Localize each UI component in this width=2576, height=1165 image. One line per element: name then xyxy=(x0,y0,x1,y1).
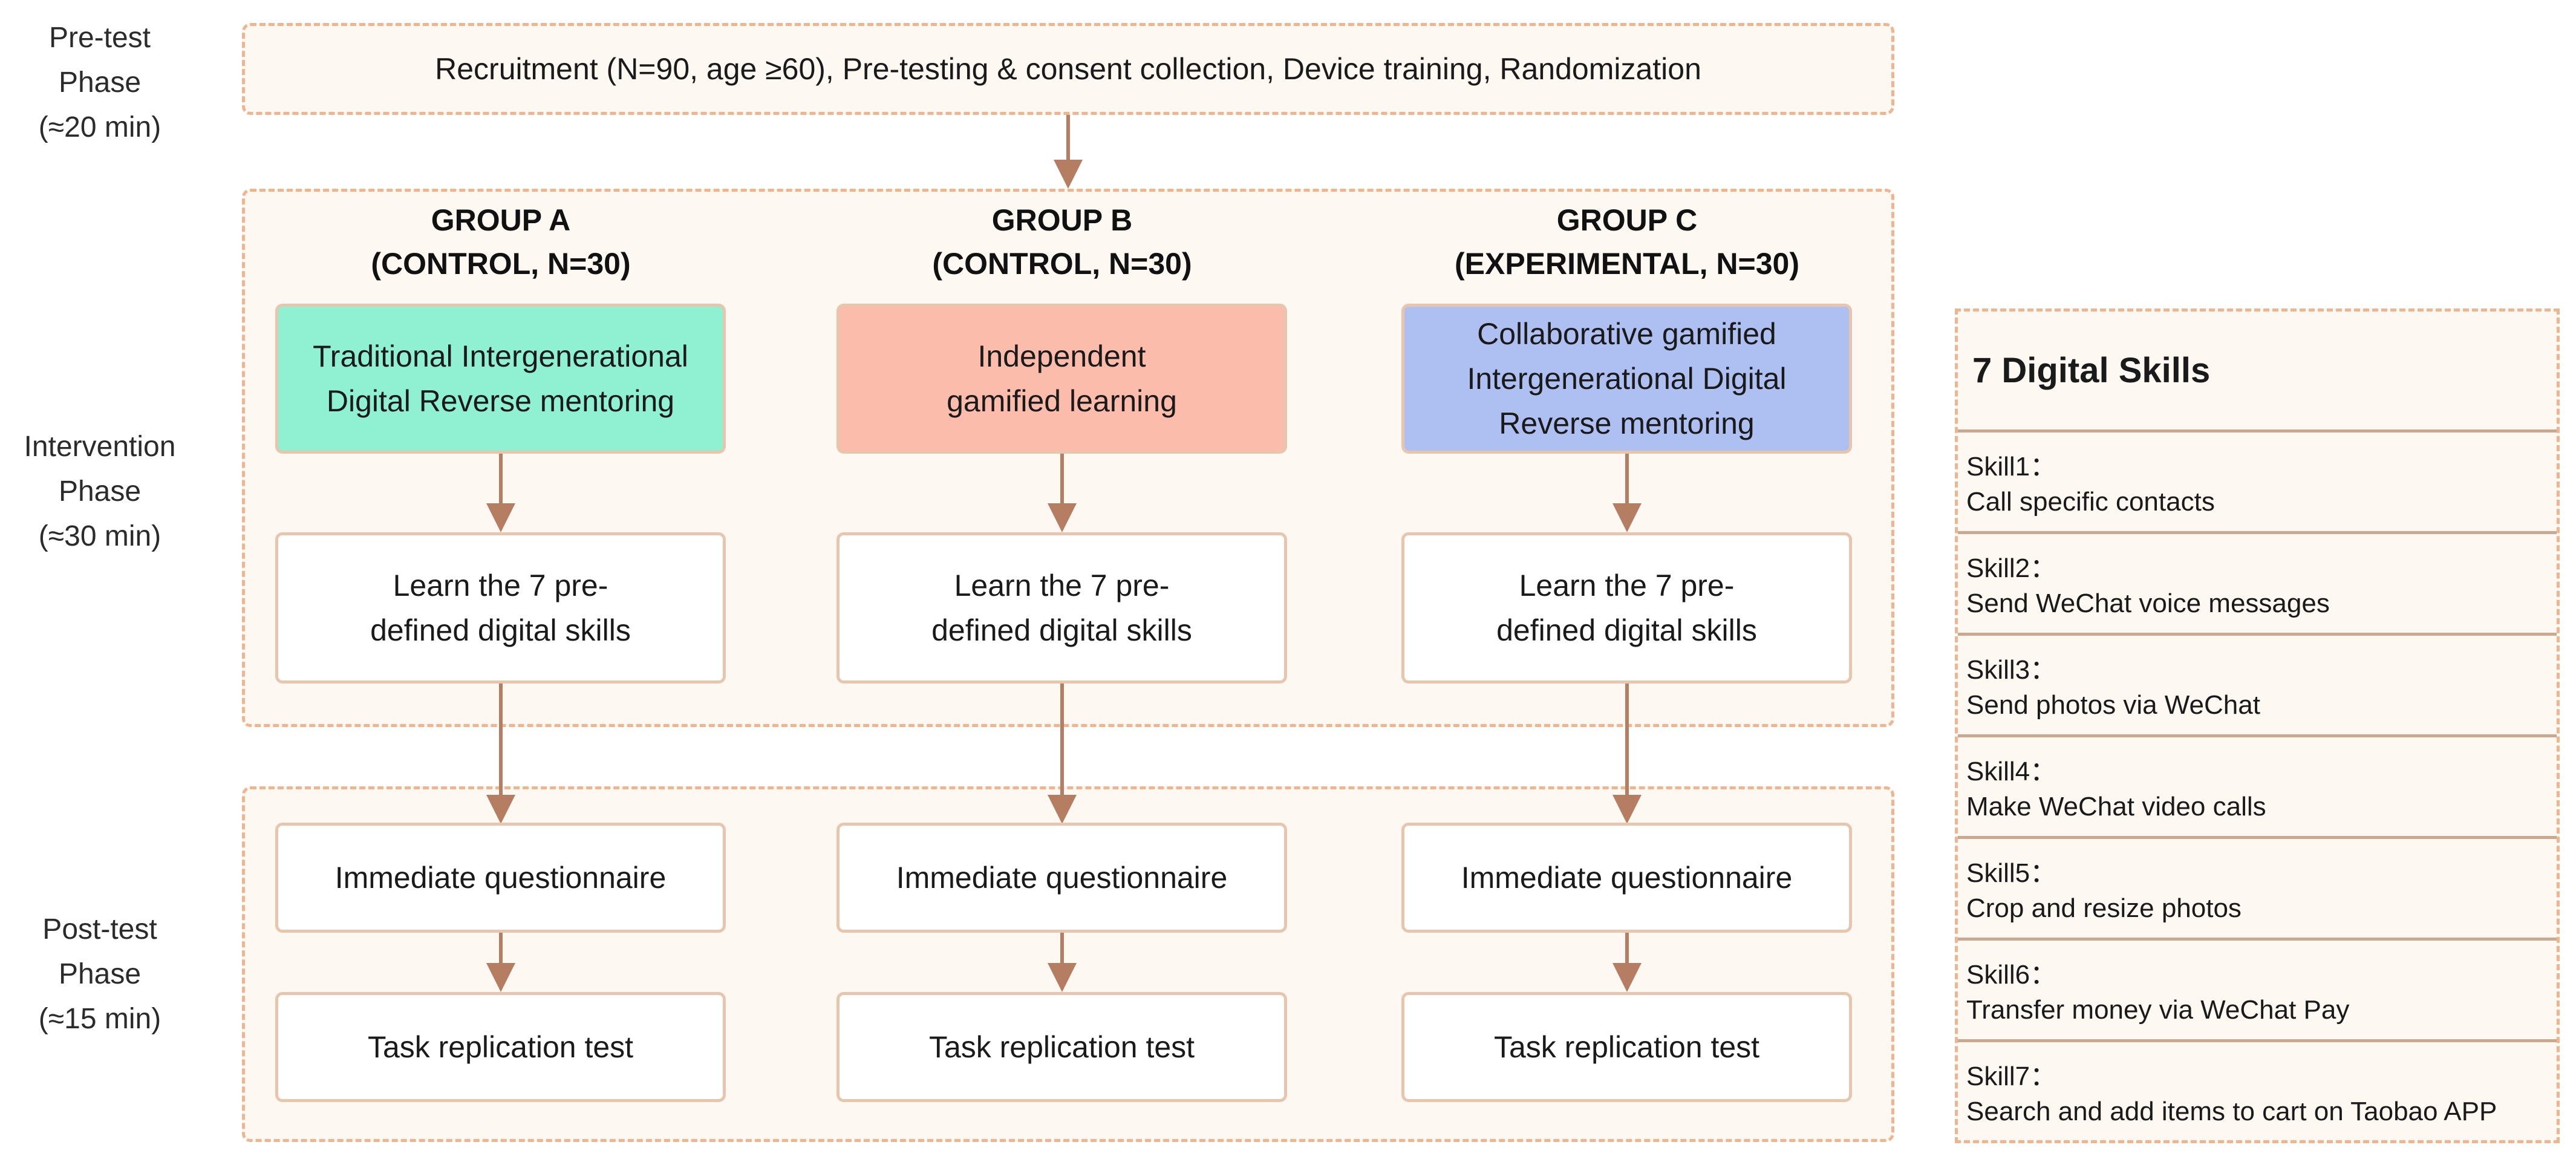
skills-panel: 7 Digital Skills Skill1： Call specific c… xyxy=(1955,308,2560,1143)
skill-desc: Transfer money via WeChat Pay xyxy=(1966,995,2350,1025)
group-c-method-box: Collaborative gamified Intergenerational… xyxy=(1401,304,1852,454)
skill-item: Skill5： Crop and resize photos xyxy=(1958,839,2557,941)
group-c-questionnaire-box: Immediate questionnaire xyxy=(1401,823,1852,933)
group-b-method-line1: Independent xyxy=(977,339,1146,373)
skill-label: Skill7： xyxy=(1966,1062,2057,1091)
group-a-title-line2: (CONTROL, N=30) xyxy=(371,247,631,281)
group-a-title-line1: GROUP A xyxy=(431,203,571,237)
group-c-method-line1: Collaborative gamified xyxy=(1477,317,1776,351)
group-b-learn-line1: Learn the 7 pre- xyxy=(954,569,1170,602)
skill-label: Skill3： xyxy=(1966,655,2057,685)
phase-label-posttest-line1: Post-test xyxy=(42,913,157,945)
group-a-learn-box: Learn the 7 pre- defined digital skills xyxy=(275,532,726,684)
skill-item: Skill7： Search and add items to cart on … xyxy=(1958,1042,2557,1144)
group-a-questionnaire-box: Immediate questionnaire xyxy=(275,823,726,933)
group-c-method-line3: Reverse mentoring xyxy=(1499,406,1755,440)
group-a-test-box: Task replication test xyxy=(275,992,726,1102)
skill-desc: Search and add items to cart on Taobao A… xyxy=(1966,1097,2497,1126)
skills-panel-title: 7 Digital Skills xyxy=(1958,312,2557,432)
skill-item: Skill4： Make WeChat video calls xyxy=(1958,737,2557,839)
group-c-method-line2: Intergenerational Digital xyxy=(1467,362,1787,396)
skill-desc: Crop and resize photos xyxy=(1966,893,2242,923)
group-a-learn-line1: Learn the 7 pre- xyxy=(393,569,608,602)
recruitment-text: Recruitment (N=90, age ≥60), Pre-testing… xyxy=(435,52,1701,86)
skill-desc: Call specific contacts xyxy=(1966,487,2215,517)
skill-item: Skill3： Send photos via WeChat xyxy=(1958,636,2557,737)
group-b-learn-box: Learn the 7 pre- defined digital skills xyxy=(836,532,1287,684)
group-c-title: GROUP C (EXPERIMENTAL, N=30) xyxy=(1385,198,1869,286)
skill-label: Skill5： xyxy=(1966,858,2057,888)
group-a-method-box: Traditional Intergenerational Digital Re… xyxy=(275,304,726,454)
group-c-learn-line2: defined digital skills xyxy=(1496,613,1757,647)
group-c-title-line1: GROUP C xyxy=(1556,203,1698,237)
phase-label-intervention: Intervention Phase (≈30 min) xyxy=(0,425,200,559)
group-a-method-line2: Digital Reverse mentoring xyxy=(326,384,675,418)
phase-label-pretest-line3: (≈20 min) xyxy=(38,111,161,143)
group-b-method-line2: gamified learning xyxy=(947,384,1177,418)
group-b-learn-line2: defined digital skills xyxy=(931,613,1192,647)
group-b-test-box: Task replication test xyxy=(836,992,1287,1102)
phase-label-pretest-line2: Phase xyxy=(58,67,142,99)
group-b-title-line2: (CONTROL, N=30) xyxy=(932,247,1192,281)
group-b-title: GROUP B (CONTROL, N=30) xyxy=(820,198,1304,286)
skill-item: Skill6： Transfer money via WeChat Pay xyxy=(1958,941,2557,1042)
group-c-learn-line1: Learn the 7 pre- xyxy=(1519,569,1735,602)
skill-desc: Send WeChat voice messages xyxy=(1966,589,2330,618)
group-c-learn-box: Learn the 7 pre- defined digital skills xyxy=(1401,532,1852,684)
skill-label: Skill2： xyxy=(1966,553,2057,583)
group-b-questionnaire-box: Immediate questionnaire xyxy=(836,823,1287,933)
group-a-method-line1: Traditional Intergenerational xyxy=(313,339,688,373)
pretest-container xyxy=(242,23,1894,115)
skill-label: Skill6： xyxy=(1966,960,2057,990)
group-c-test-box: Task replication test xyxy=(1401,992,1852,1102)
skill-label: Skill1： xyxy=(1966,452,2057,481)
phase-label-posttest: Post-test Phase (≈15 min) xyxy=(0,907,200,1042)
group-b-title-line1: GROUP B xyxy=(991,203,1133,237)
skill-desc: Send photos via WeChat xyxy=(1966,690,2260,720)
phase-label-intervention-line3: (≈30 min) xyxy=(38,520,161,552)
group-c-title-line2: (EXPERIMENTAL, N=30) xyxy=(1455,247,1799,281)
skill-label: Skill4： xyxy=(1966,757,2057,786)
phase-label-pretest: Pre-test Phase (≈20 min) xyxy=(0,16,200,150)
phase-label-posttest-line2: Phase xyxy=(58,958,142,990)
group-b-method-box: Independent gamified learning xyxy=(836,304,1287,454)
phase-label-pretest-line1: Pre-test xyxy=(48,22,151,54)
phase-label-posttest-line3: (≈15 min) xyxy=(38,1003,161,1035)
skill-item: Skill1： Call specific contacts xyxy=(1958,432,2557,534)
skill-item: Skill2： Send WeChat voice messages xyxy=(1958,534,2557,636)
group-a-learn-line2: defined digital skills xyxy=(370,613,631,647)
phase-label-intervention-line1: Intervention xyxy=(24,431,176,463)
skill-desc: Make WeChat video calls xyxy=(1966,792,2266,821)
group-a-title: GROUP A (CONTROL, N=30) xyxy=(259,198,743,286)
phase-label-intervention-line2: Phase xyxy=(58,475,142,507)
